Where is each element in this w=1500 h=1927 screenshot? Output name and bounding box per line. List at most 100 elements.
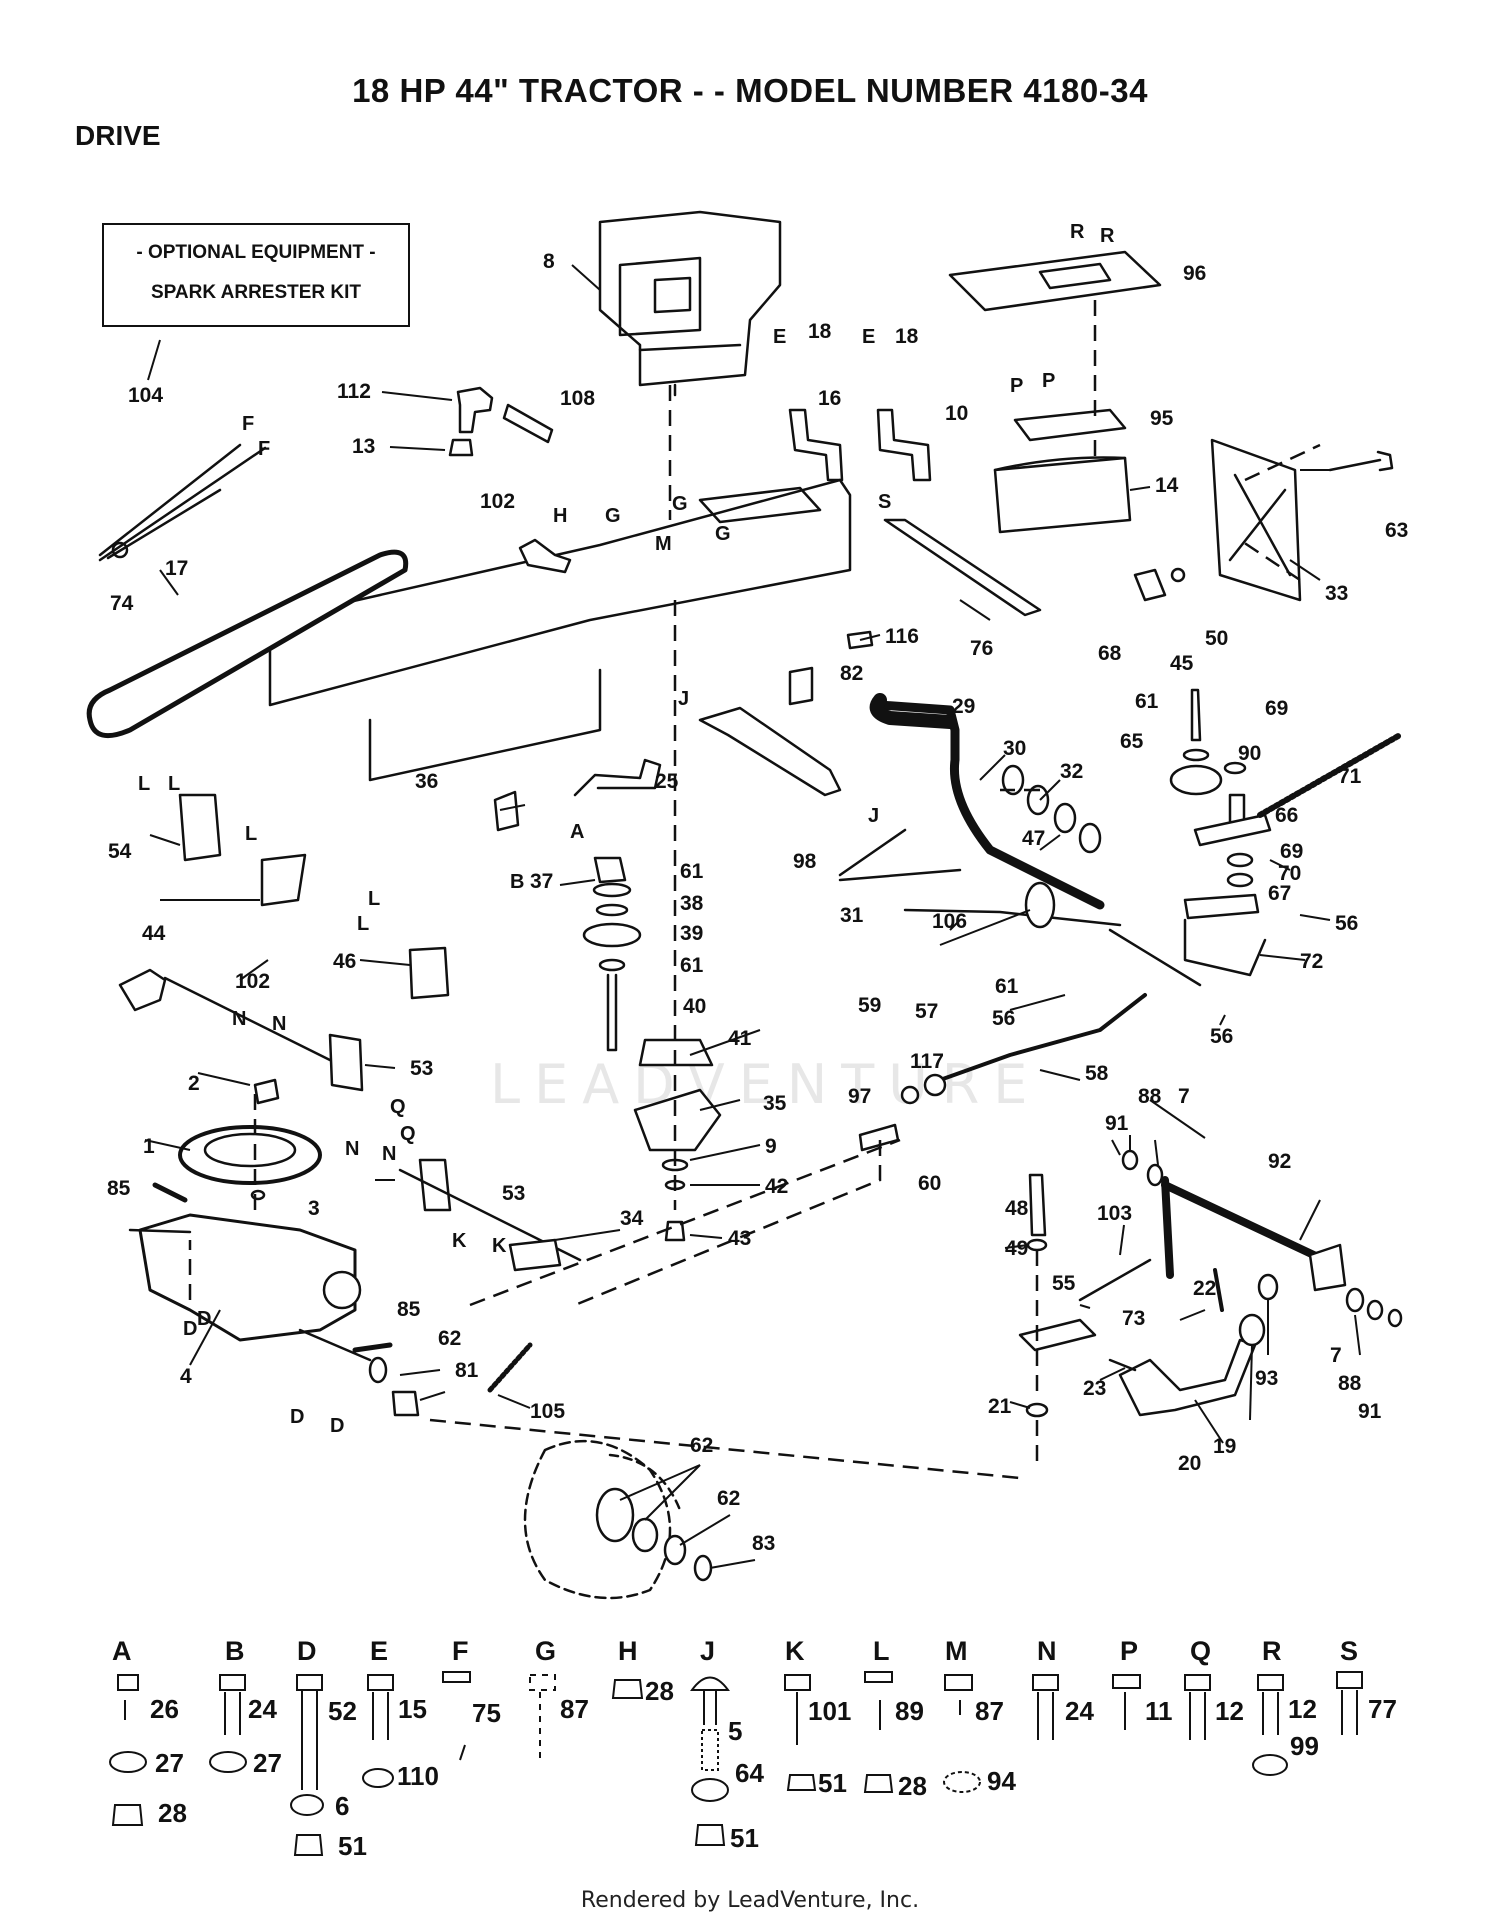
hardware-part: 11 (1145, 1696, 1173, 1726)
hardware-col-k: K 101 51 (784, 1636, 851, 1798)
hardware-col-g: G 87 (529, 1636, 589, 1760)
callout: 7 (1330, 1344, 1342, 1367)
hardware-col-m: M 87 94 (943, 1636, 1016, 1796)
callout: 56 (1335, 912, 1358, 935)
callout: 50 (1205, 627, 1228, 650)
callout: F (242, 413, 254, 435)
callout: 61 (1135, 690, 1159, 713)
callout: 92 (1268, 1150, 1291, 1173)
hardware-letter: D (297, 1636, 317, 1666)
washer-88 (1121, 1149, 1139, 1171)
callout: 18 (808, 320, 832, 343)
callout: E (773, 326, 786, 348)
hardware-part: 89 (895, 1696, 924, 1726)
callout: 17 (165, 557, 188, 580)
callout: G (715, 523, 731, 545)
callout: 61 (680, 860, 704, 883)
callout: 8 (543, 250, 555, 273)
pedal-20 (1118, 1338, 1257, 1417)
hardware-part: 28 (898, 1771, 927, 1801)
callout: 34 (620, 1207, 644, 1230)
callout: N (272, 1013, 286, 1035)
bracket-102-upper (518, 538, 572, 574)
hardware-part: 64 (735, 1758, 764, 1788)
callout: 45 (1170, 652, 1194, 675)
hardware-col-f: F 75 (442, 1636, 501, 1761)
callout: 3 (308, 1197, 320, 1220)
leader-lines (144, 264, 1361, 1569)
callout: D (290, 1406, 304, 1428)
callout: 98 (793, 850, 817, 873)
page-title: 18 HP 44" TRACTOR - - MODEL NUMBER 4180-… (352, 72, 1148, 109)
hardware-col-p: P 11 (1112, 1636, 1173, 1730)
nut-43 (664, 1220, 686, 1242)
engine-part-8 (598, 210, 782, 397)
bracket-53-upper (328, 1033, 364, 1092)
cap-part-13 (448, 438, 474, 457)
callout: N (382, 1143, 396, 1165)
shield-44 (260, 853, 307, 907)
washer-21 (1025, 1402, 1049, 1418)
plate-33 (1210, 438, 1302, 602)
key-3 (250, 1189, 266, 1201)
callout: 4 (180, 1365, 192, 1388)
callout: 1 (143, 1135, 155, 1158)
spacer-38 (595, 903, 629, 917)
callout: R (1070, 221, 1085, 243)
section-title: DRIVE (75, 120, 161, 151)
callout-labels: 8 104 112 108 13 18 16 E 18 E 10 R R 96 … (107, 221, 1408, 1555)
pipe-part-108 (502, 403, 554, 444)
callout: 47 (1022, 827, 1045, 850)
pin-85-upper (152, 1182, 188, 1203)
callout: 112 (337, 380, 371, 403)
callout: J (868, 805, 879, 827)
callout: 95 (1150, 407, 1174, 430)
callout: Q (390, 1096, 406, 1118)
exhaust-pipe-16 (788, 408, 844, 482)
rod-58 (938, 993, 1147, 1082)
hardware-part: 24 (248, 1694, 277, 1724)
spring-71 (1257, 732, 1403, 818)
callout: L (368, 888, 380, 910)
pin-23 (1108, 1358, 1137, 1372)
optional-equipment-box: - OPTIONAL EQUIPMENT - SPARK ARRESTER KI… (102, 223, 410, 327)
callout: 46 (333, 950, 356, 973)
hardware-part: 28 (645, 1676, 674, 1706)
clamp-74 (111, 541, 129, 559)
spark-arrester-label: SPARK ARRESTER KIT (150, 282, 362, 303)
hardware-col-b: B 24 27 (209, 1636, 282, 1778)
bracket-95 (1013, 408, 1127, 442)
callout: 55 (1052, 1272, 1076, 1295)
callout: 104 (128, 384, 163, 407)
hardware-letter: M (945, 1636, 968, 1666)
callout: 106 (932, 910, 967, 933)
callout: 38 (680, 892, 704, 915)
callout: 42 (765, 1175, 788, 1198)
hardware-col-d: D 52 6 51 (290, 1636, 367, 1861)
callout: 22 (1193, 1277, 1216, 1300)
callout: 93 (1255, 1367, 1278, 1390)
clip-36 (493, 790, 520, 832)
hardware-col-s: S 77 (1336, 1636, 1397, 1735)
bolt-48 (1028, 1173, 1047, 1237)
shaft-92 (1161, 1181, 1339, 1269)
hardware-part: 87 (560, 1694, 589, 1724)
hardware-col-r: R 12 99 (1252, 1636, 1319, 1776)
callout: 40 (683, 995, 706, 1018)
callout: 16 (818, 387, 841, 410)
hardware-letter: G (535, 1636, 556, 1666)
callout: 103 (1097, 1202, 1132, 1225)
spring-93 (1257, 1273, 1279, 1301)
spring-105 (487, 1342, 533, 1393)
callout: 21 (988, 1395, 1012, 1418)
callout: 31 (840, 904, 864, 927)
bracket-46 (408, 946, 450, 1000)
clutch-35 (633, 1088, 722, 1152)
part-drawings (86, 210, 1403, 1600)
callout: 65 (1120, 730, 1144, 753)
callout: 23 (1083, 1377, 1106, 1400)
callout: 20 (1178, 1452, 1201, 1475)
callout: 60 (918, 1172, 941, 1195)
callout: 102 (235, 970, 270, 993)
